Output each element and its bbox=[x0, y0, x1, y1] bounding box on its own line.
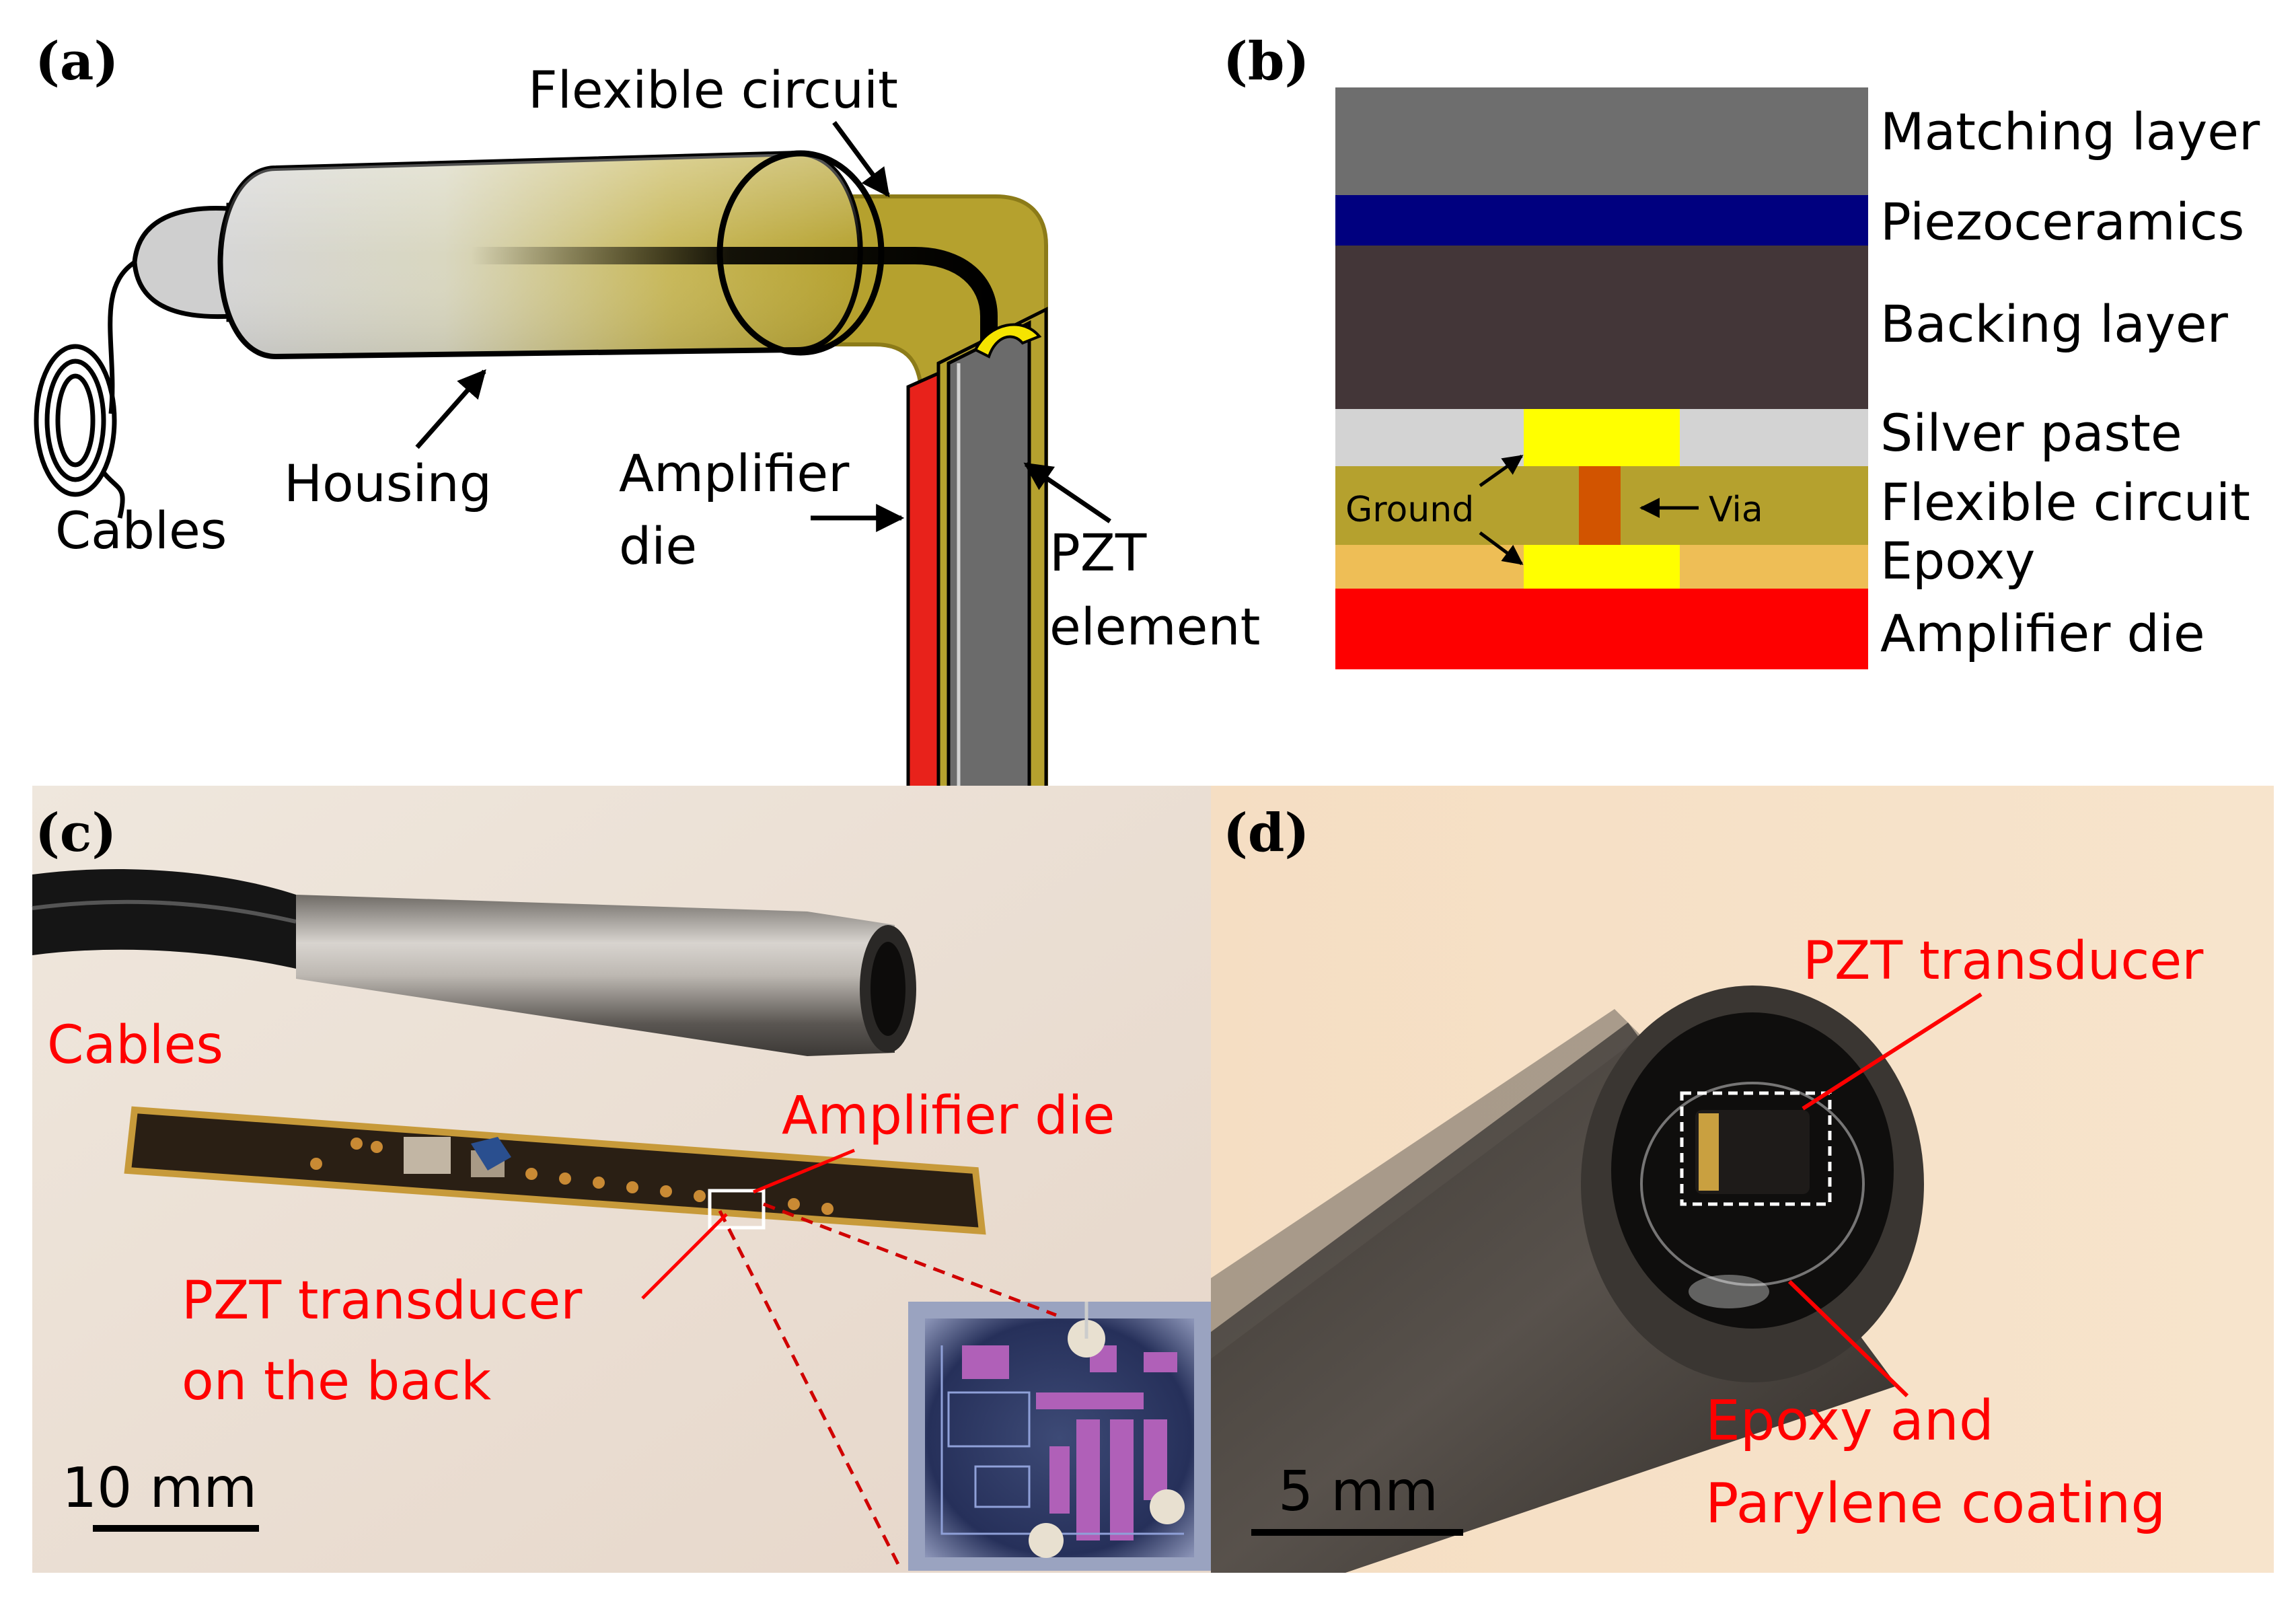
housing-opening bbox=[716, 150, 885, 356]
via-shape bbox=[1579, 466, 1621, 545]
transducer-dashed-box bbox=[1680, 1091, 1832, 1206]
label-via: Via bbox=[1709, 490, 1763, 530]
label-housing: Housing bbox=[284, 453, 492, 513]
housing-endcap bbox=[132, 205, 235, 320]
panel-d-tag: (d) bbox=[1223, 803, 1309, 864]
label-cables-a: Cables bbox=[55, 500, 227, 560]
layer-label-epoxy: Epoxy bbox=[1880, 531, 2035, 591]
layer-label-amplifier-die: Amplifier die bbox=[1880, 603, 2205, 663]
arrow-ground-up bbox=[1479, 454, 1524, 488]
leader-amplifier-die-c bbox=[753, 1148, 855, 1194]
label-amplifier: Amplifier bbox=[619, 443, 850, 503]
layer-label-flexible-circuit: Flexible circuit bbox=[1880, 472, 2250, 532]
label-epoxy-line1: Epoxy and bbox=[1705, 1389, 1994, 1453]
label-pzt-transducer-d: PZT transducer bbox=[1803, 931, 2204, 992]
bond-wire bbox=[973, 323, 1042, 359]
leader-pzt-c bbox=[641, 1213, 728, 1300]
photo-transducer bbox=[1695, 1110, 1810, 1194]
silver-paste-pad bbox=[1524, 409, 1680, 466]
label-epoxy-line2: Parylene coating bbox=[1705, 1472, 2165, 1536]
label-pzt-c-line2: on the back bbox=[182, 1351, 491, 1412]
layer-label-silver-paste: Silver paste bbox=[1880, 403, 2182, 463]
scale-label-d: 5 mm bbox=[1278, 1460, 1438, 1524]
label-pzt: PZT bbox=[1049, 523, 1147, 583]
arrow-housing bbox=[415, 369, 486, 449]
layer-label-backing-layer: Backing layer bbox=[1880, 294, 2229, 354]
leader-epoxy-d bbox=[1787, 1279, 1909, 1398]
leader-pzt-d bbox=[1802, 992, 1983, 1111]
layer-backing-layer bbox=[1335, 246, 1868, 409]
label-ground: Ground bbox=[1345, 490, 1474, 530]
panel-d: (d) PZT transducer Epoxy and Parylene co… bbox=[1211, 786, 2274, 1573]
label-amplifier-die-c: Amplifier die bbox=[782, 1086, 1115, 1146]
zoom-line-top bbox=[763, 1202, 1057, 1317]
panel-c: (c) bbox=[32, 786, 1211, 1573]
layer-matching-layer bbox=[1335, 87, 1868, 195]
scale-label-c: 10 mm bbox=[62, 1456, 257, 1520]
arrow-flexible-circuit bbox=[832, 120, 890, 198]
photo-flex-strip bbox=[124, 1106, 986, 1235]
panel-c-tag: (c) bbox=[35, 803, 116, 864]
epoxy-pad bbox=[1524, 545, 1680, 589]
chip-inset bbox=[908, 1302, 1211, 1571]
layer-label-matching-layer: Matching layer bbox=[1880, 102, 2260, 161]
label-pzt-c-line1: PZT transducer bbox=[182, 1271, 583, 1331]
layer-label-piezoceramics: Piezoceramics bbox=[1880, 192, 2244, 252]
label-flexible-circuit: Flexible circuit bbox=[528, 60, 898, 120]
photo-cables bbox=[32, 868, 297, 969]
arrow-ground-down bbox=[1479, 531, 1524, 566]
photo-housing bbox=[296, 895, 916, 1056]
layer-amplifier-die bbox=[1335, 589, 1868, 669]
zoom-line-bottom bbox=[718, 1210, 903, 1572]
internal-trace bbox=[462, 247, 998, 362]
arrow-pzt bbox=[1023, 462, 1111, 523]
layer-piezoceramics bbox=[1335, 195, 1868, 246]
panel-a-tag: (a) bbox=[35, 31, 118, 92]
panel-b-tag: (b) bbox=[1223, 31, 1309, 92]
label-element: element bbox=[1049, 597, 1260, 657]
label-die: die bbox=[619, 516, 697, 576]
label-cables-c: Cables bbox=[47, 1015, 223, 1076]
